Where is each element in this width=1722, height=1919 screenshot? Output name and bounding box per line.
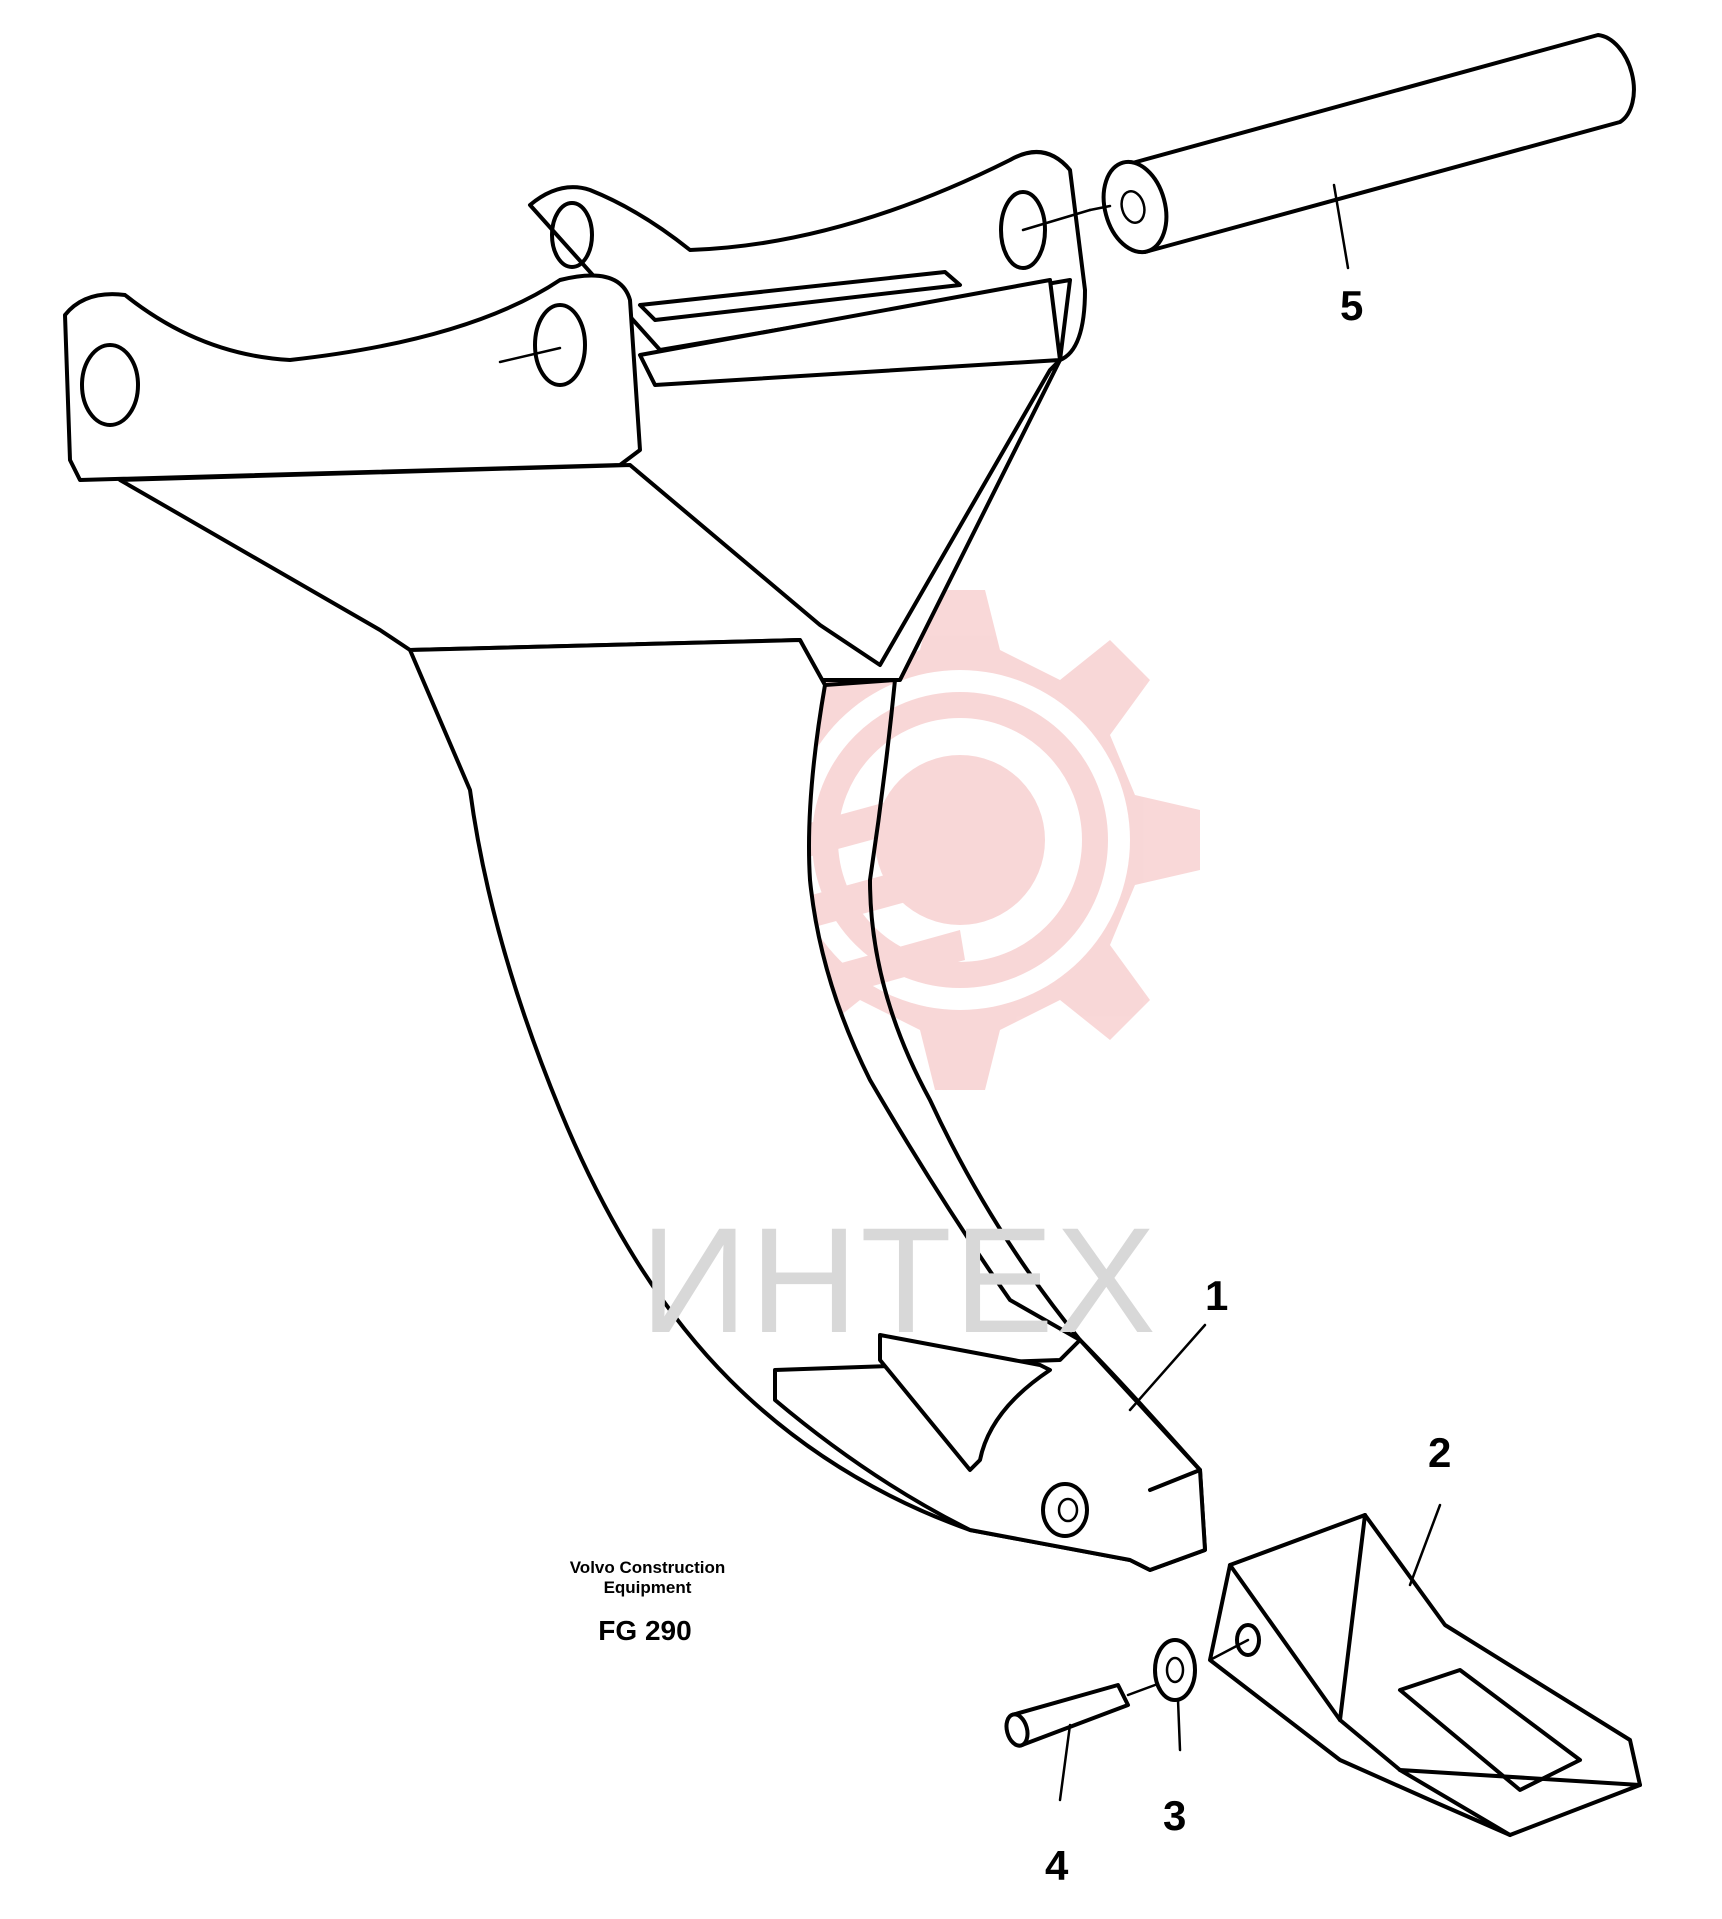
leader-line-2	[1408, 1503, 1442, 1587]
gear-logo-icon	[510, 590, 1200, 1090]
callout-3: 3	[1163, 1792, 1187, 1839]
leader-line-1	[1128, 1323, 1207, 1412]
leader-line-3	[1176, 1698, 1182, 1752]
callout-4: 4	[1045, 1842, 1069, 1889]
ripper-shank-part-1	[63, 150, 1207, 1572]
figure-code: FG 290	[598, 1615, 692, 1646]
pin-part-5	[1088, 33, 1636, 270]
callout-1: 1	[1205, 1272, 1229, 1319]
tooth-pin-part-4	[1004, 1683, 1157, 1802]
leader-line-5	[1332, 183, 1350, 270]
callout-2: 2	[1428, 1429, 1452, 1476]
callout-5: 5	[1340, 282, 1364, 329]
watermark-text: ИНТЕХ	[640, 1196, 1158, 1364]
leader-line-4	[1058, 1723, 1072, 1802]
manufacturer-caption: Volvo Construction Equipment	[540, 1558, 755, 1597]
manufacturer-line-1: Volvo Construction	[569, 1558, 726, 1577]
retainer-part-3	[1153, 1638, 1197, 1752]
manufacturer-line-2: Equipment	[603, 1577, 692, 1597]
tooth-part-2	[1208, 1503, 1642, 1837]
